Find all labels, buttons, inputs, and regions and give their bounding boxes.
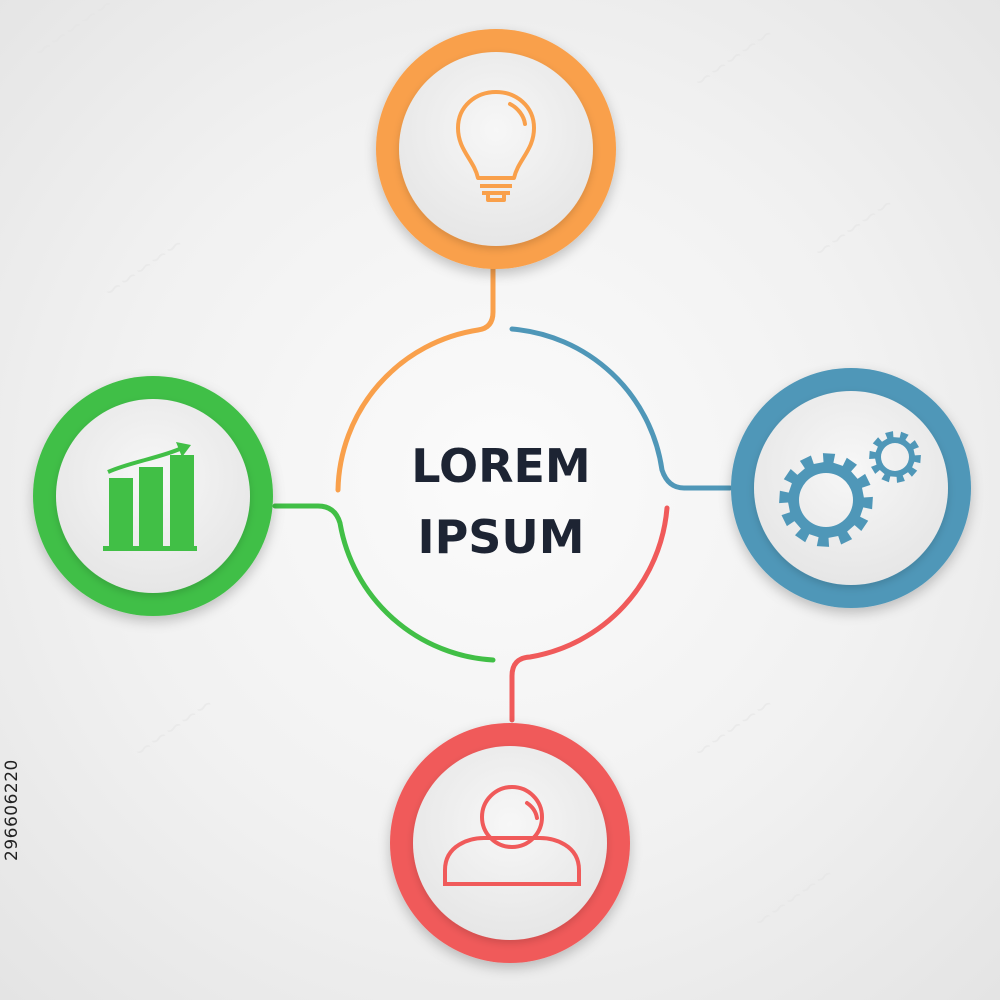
arc-orange <box>335 265 496 493</box>
small-gear <box>869 431 921 483</box>
node-top-disc <box>399 52 593 246</box>
bar-chart-icon <box>103 442 197 551</box>
arc-blue <box>509 326 733 491</box>
center-ring <box>272 265 733 723</box>
gears-icon <box>779 431 921 547</box>
center-title-line2: IPSUM <box>417 510 584 564</box>
large-gear <box>779 453 873 547</box>
center-label: LOREM IPSUM <box>411 439 590 564</box>
node-right <box>731 368 971 608</box>
svg-text:∽∽∽∽∽: ∽∽∽∽∽ <box>129 692 219 765</box>
svg-text:∽∽∽∽∽: ∽∽∽∽∽ <box>689 22 779 95</box>
center-title-line1: LOREM <box>411 439 590 493</box>
node-top <box>376 29 616 269</box>
svg-text:∽∽∽∽∽: ∽∽∽∽∽ <box>749 862 839 935</box>
node-left <box>33 376 273 616</box>
person-icon <box>443 785 581 886</box>
stock-id-label: 296606220 <box>2 759 22 861</box>
lightbulb-icon <box>456 90 536 202</box>
svg-text:∽∽∽∽∽: ∽∽∽∽∽ <box>99 232 189 305</box>
arc-green <box>272 503 496 663</box>
node-bottom-disc <box>413 746 607 940</box>
node-bottom <box>390 723 630 963</box>
svg-text:∽∽∽∽∽: ∽∽∽∽∽ <box>689 692 779 765</box>
svg-text:∽∽∽∽∽: ∽∽∽∽∽ <box>29 0 119 65</box>
arc-red <box>509 505 670 723</box>
svg-text:∽∽∽∽∽: ∽∽∽∽∽ <box>809 192 899 265</box>
